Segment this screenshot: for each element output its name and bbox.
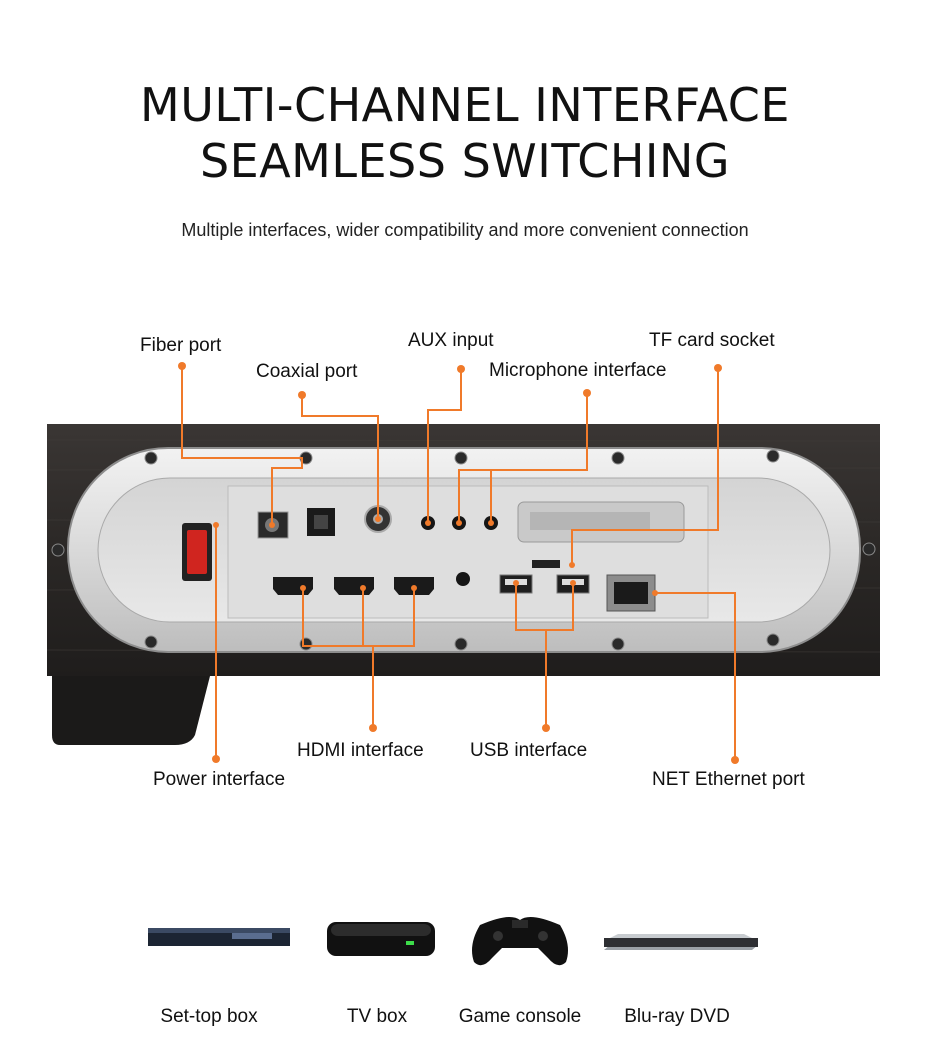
device-label-bluray-dvd: Blu-ray DVD [624, 1006, 730, 1027]
tv-box-icon [327, 922, 435, 956]
set-top-box-icon [148, 928, 290, 946]
label-fiber-port: Fiber port [140, 335, 222, 356]
soundbar-foot [52, 676, 210, 745]
label-net-ethernet-port: NET Ethernet port [652, 769, 805, 790]
label-microphone-interface: Microphone interface [489, 360, 667, 381]
headline-line-2: SEAMLESS SWITCHING [199, 134, 731, 188]
label-usb-interface: USB interface [470, 740, 588, 761]
label-power-interface: Power interface [153, 769, 286, 790]
callout-lines [181, 366, 736, 760]
label-coaxial-port: Coaxial port [256, 361, 358, 382]
device-label-game-console: Game console [458, 1006, 582, 1027]
subtitle: Multiple interfaces, wider compatibility… [181, 220, 749, 240]
device-label-tv-box: TV box [346, 1006, 408, 1027]
label-aux-input: AUX input [408, 330, 494, 351]
label-tf-card-socket: TF card socket [649, 330, 775, 351]
device-label-set-top-box: Set-top box [160, 1006, 258, 1027]
gamepad-icon [472, 916, 568, 966]
headline-line-1: MULTI-CHANNEL INTERFACE [140, 78, 790, 132]
label-hdmi-interface: HDMI interface [297, 740, 424, 761]
callout-dots [178, 362, 739, 764]
bluray-player-icon [604, 934, 758, 950]
